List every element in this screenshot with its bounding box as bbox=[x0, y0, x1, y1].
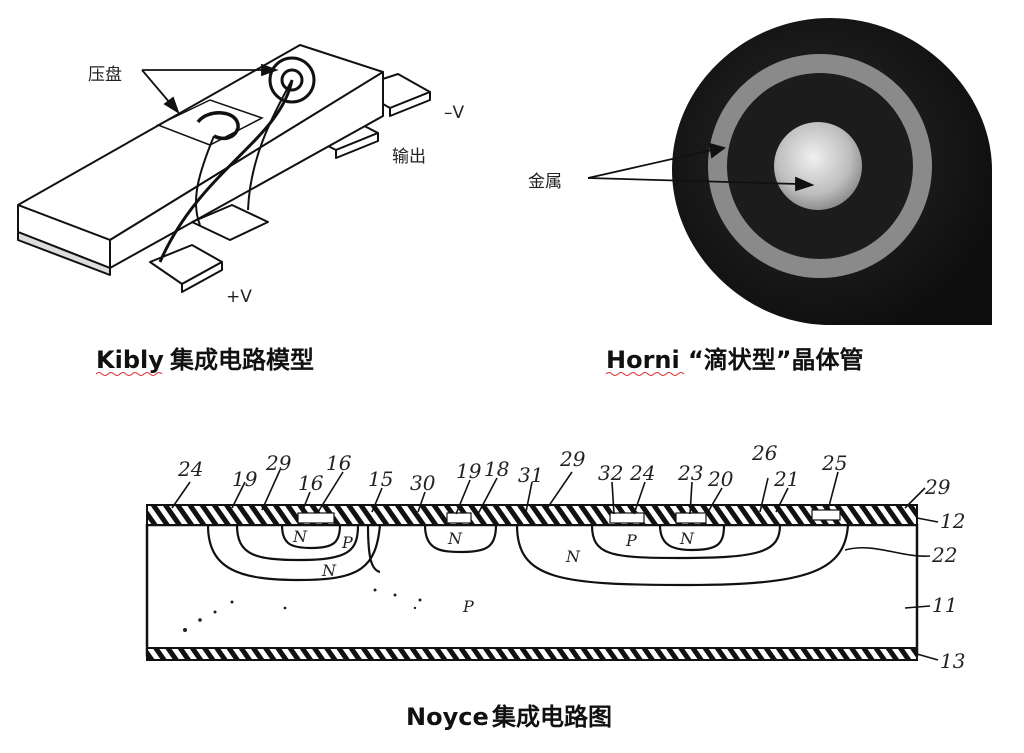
region-n5: N bbox=[679, 529, 695, 548]
drop-metal-center bbox=[774, 122, 862, 210]
ref-12: 12 bbox=[940, 509, 965, 533]
kilby-positive-voltage-label: +V bbox=[226, 287, 252, 307]
ref-20: 20 bbox=[707, 467, 734, 491]
horni-metal-label: 金属 bbox=[528, 172, 562, 192]
ref-31: 31 bbox=[518, 463, 543, 487]
region-n3: N bbox=[447, 529, 463, 548]
kilby-pad-label: 压盘 bbox=[88, 65, 122, 85]
noyce-caption-chinese: 集成电路图 bbox=[491, 703, 612, 731]
region-n4: N bbox=[565, 547, 581, 566]
ref-29b: 29 bbox=[559, 447, 586, 471]
kilby-caption: Kibly 集成电路模型 bbox=[95, 346, 314, 376]
ref-18: 18 bbox=[484, 457, 509, 481]
kilby-output-label: 输出 bbox=[392, 147, 426, 167]
ref-29a: 29 bbox=[265, 451, 292, 475]
noyce-caption-latin: Noyce bbox=[406, 703, 489, 731]
region-p2: P bbox=[625, 531, 637, 550]
ref-25: 25 bbox=[821, 451, 847, 475]
ref-16b: 16 bbox=[326, 451, 352, 475]
ref-22: 22 bbox=[931, 543, 957, 567]
kilby-negative-voltage-label: –V bbox=[444, 103, 465, 123]
kilby-caption-chinese: 集成电路模型 bbox=[169, 346, 314, 374]
horni-diagram: 金属 bbox=[528, 18, 992, 325]
ref-29c: 29 bbox=[924, 475, 951, 499]
ref-23: 23 bbox=[677, 461, 703, 485]
ref-19b: 19 bbox=[456, 459, 482, 483]
ref-26: 26 bbox=[751, 441, 778, 465]
region-n2: N bbox=[321, 561, 337, 580]
ref-13: 13 bbox=[940, 649, 965, 673]
ref-24a: 24 bbox=[177, 457, 203, 481]
horni-caption-latin: Horni bbox=[606, 346, 680, 374]
ref-15: 15 bbox=[368, 467, 393, 491]
kilby-caption-latin: Kibly bbox=[96, 346, 164, 374]
ref-11: 11 bbox=[932, 593, 957, 617]
ref-16a: 16 bbox=[298, 471, 324, 495]
noyce-caption: Noyce 集成电路图 bbox=[406, 703, 612, 731]
horni-caption: Horni “滴状型”晶体管 bbox=[605, 346, 864, 376]
region-n1: N bbox=[292, 527, 308, 546]
ref-30: 30 bbox=[410, 471, 436, 495]
kilby-diagram: 压盘 –V 输出 +V bbox=[17, 44, 465, 307]
ref-32: 32 bbox=[598, 461, 623, 485]
region-p1: P bbox=[341, 533, 353, 552]
ref-21: 21 bbox=[773, 467, 799, 491]
ref-24b: 24 bbox=[629, 461, 655, 485]
noyce-diagram: N P N N N P N P 24 19 29 16 16 15 30 19 … bbox=[145, 441, 965, 673]
ref-19a: 19 bbox=[232, 467, 258, 491]
horni-caption-chinese: “滴状型”晶体管 bbox=[688, 346, 864, 374]
region-p3: P bbox=[462, 597, 474, 616]
